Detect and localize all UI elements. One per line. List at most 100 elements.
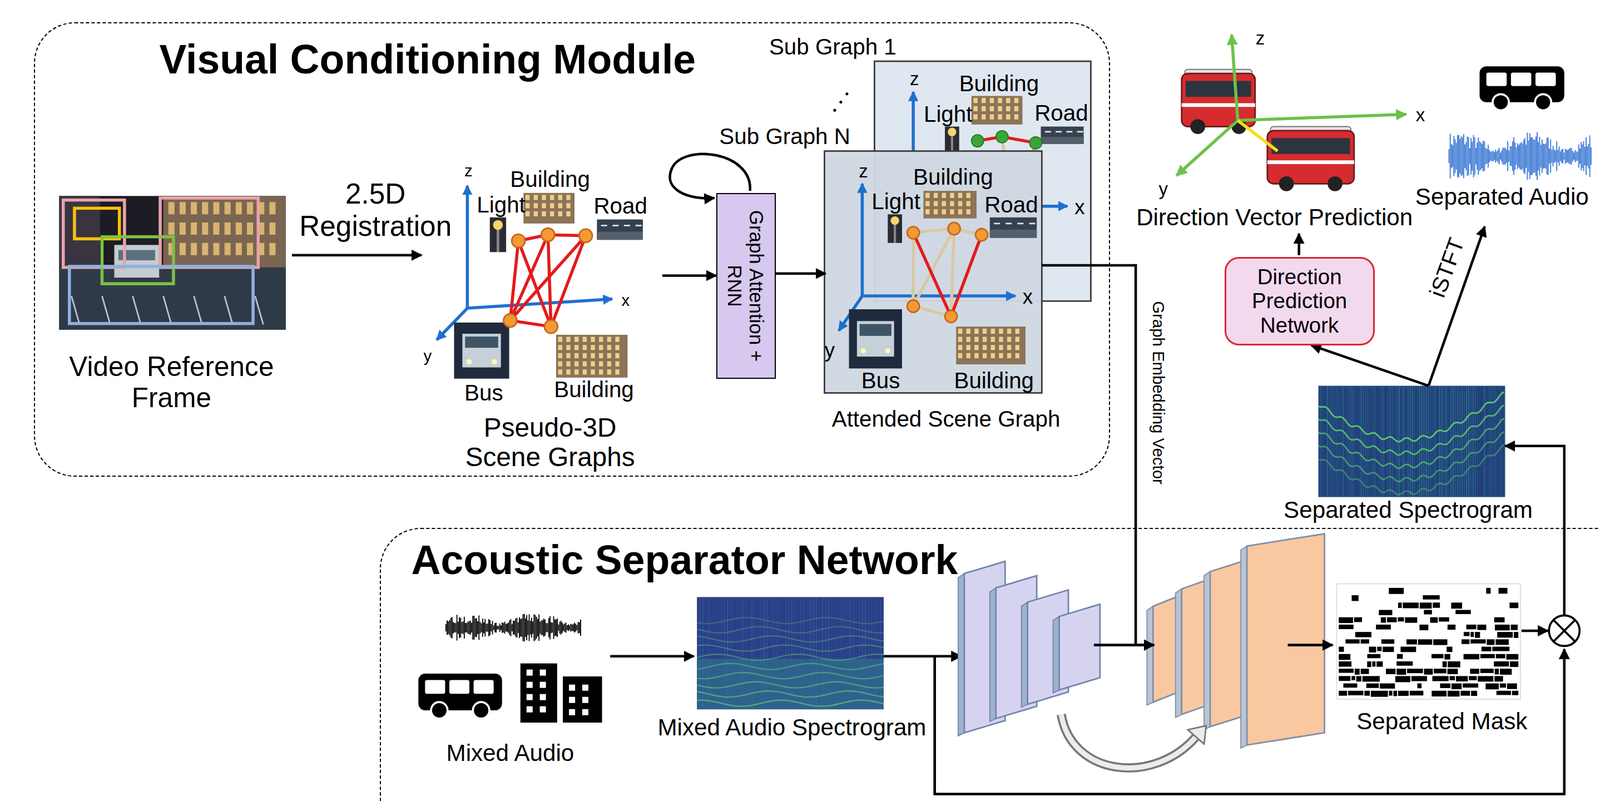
time-frame xyxy=(1333,385,1335,498)
mask-blob xyxy=(1506,654,1519,660)
thumb-background xyxy=(523,192,575,224)
window xyxy=(981,106,986,112)
object-label: Building xyxy=(913,165,994,191)
wave-sample xyxy=(1462,137,1464,176)
wave-sample xyxy=(1556,141,1558,172)
mask-blob xyxy=(1486,638,1495,645)
bottleneck-arrow xyxy=(1093,643,1154,647)
z-axis xyxy=(1231,34,1238,121)
wave-sample xyxy=(565,622,567,633)
scene-graph: BuildingLightRoadzxyBusBuildingPseudo-3D… xyxy=(421,154,663,476)
wave-sample xyxy=(1530,137,1532,176)
mask-arrow xyxy=(1288,643,1334,647)
mask-blob xyxy=(1348,690,1364,696)
bounding-box xyxy=(74,207,120,239)
axis-label: x xyxy=(1022,285,1033,309)
time-frame xyxy=(1346,385,1349,498)
time-frame xyxy=(794,596,796,710)
wave-sample xyxy=(523,613,525,642)
window xyxy=(566,211,571,217)
window xyxy=(582,344,587,350)
time-frame xyxy=(1504,385,1506,498)
layer-edge xyxy=(1204,571,1211,730)
mask-blob xyxy=(1345,638,1360,644)
wave-sample xyxy=(575,623,577,632)
spectrogram-panel: Mixed Audio Spectrogram xyxy=(697,597,885,711)
time-frame xyxy=(1364,385,1366,498)
window xyxy=(997,106,1002,112)
time-frame xyxy=(696,596,698,710)
wave-sample xyxy=(1531,137,1533,176)
window xyxy=(997,97,1002,103)
thumbnail xyxy=(989,217,1037,239)
mask-blob xyxy=(1492,646,1510,652)
bus-stripe xyxy=(1181,103,1256,108)
time-frame xyxy=(855,596,857,710)
window xyxy=(981,97,986,103)
window xyxy=(1006,114,1010,120)
window xyxy=(598,361,603,367)
time-frame xyxy=(1459,385,1461,498)
wave-sample xyxy=(1488,149,1490,163)
wave-sample xyxy=(1528,140,1530,172)
mask-blob xyxy=(1507,683,1518,690)
mask-blob xyxy=(1354,617,1362,623)
window xyxy=(574,336,579,342)
window xyxy=(1007,336,1012,342)
mask-blob xyxy=(1432,602,1440,608)
bus-wheel xyxy=(1534,93,1552,111)
mask-blob xyxy=(1470,638,1486,644)
wave-sample xyxy=(1576,151,1578,162)
window xyxy=(550,211,554,217)
time-frame xyxy=(763,596,765,710)
mask-blob xyxy=(1395,675,1411,682)
layer-edge xyxy=(989,587,997,722)
mask-blob xyxy=(1466,624,1477,629)
mask-blob xyxy=(1376,646,1382,652)
mask-blob xyxy=(1447,690,1460,697)
thumbnail xyxy=(556,334,628,378)
wave-sample xyxy=(522,613,524,642)
wave-sample xyxy=(543,618,545,637)
wave-sample xyxy=(577,621,579,634)
light-streak xyxy=(1055,130,1062,133)
wave-sample xyxy=(541,620,543,635)
bus-windows xyxy=(1271,137,1350,155)
spectrogram-image xyxy=(696,596,884,710)
recurrence-loop xyxy=(670,154,751,199)
harmonic xyxy=(696,681,884,688)
window xyxy=(958,328,963,334)
wave-sample xyxy=(576,625,578,631)
output-label: Separated Audio xyxy=(1415,183,1589,210)
time-frame xyxy=(870,596,873,710)
time-frame xyxy=(1420,385,1423,498)
input-arrow xyxy=(610,654,694,658)
bounding-box xyxy=(63,200,125,268)
wave-sample xyxy=(551,622,553,633)
time-frame xyxy=(1389,385,1391,498)
wave-sample xyxy=(529,620,532,635)
wave-sample xyxy=(531,617,533,638)
time-frame xyxy=(1502,385,1504,498)
wave-sample xyxy=(1476,142,1478,170)
encoder-layer xyxy=(1059,603,1101,690)
thumb-background xyxy=(971,95,1023,125)
window xyxy=(566,369,571,375)
figure-caption: Attended Scene Graph xyxy=(831,407,1061,433)
time-frame xyxy=(1445,385,1448,498)
spectrogram-ground xyxy=(1318,385,1506,498)
time-frame xyxy=(1320,385,1322,498)
wave-sample xyxy=(1459,139,1461,174)
mask-blob xyxy=(1499,683,1507,688)
wave-sample xyxy=(472,615,474,640)
axis-label: z xyxy=(858,160,869,181)
light-streak xyxy=(1077,130,1084,133)
lamp xyxy=(890,216,899,225)
window xyxy=(615,353,619,359)
wave-sample xyxy=(1487,144,1489,168)
time-frame xyxy=(877,596,879,710)
window xyxy=(998,344,1003,350)
lamp xyxy=(947,127,956,136)
mask-blob xyxy=(1481,646,1492,652)
